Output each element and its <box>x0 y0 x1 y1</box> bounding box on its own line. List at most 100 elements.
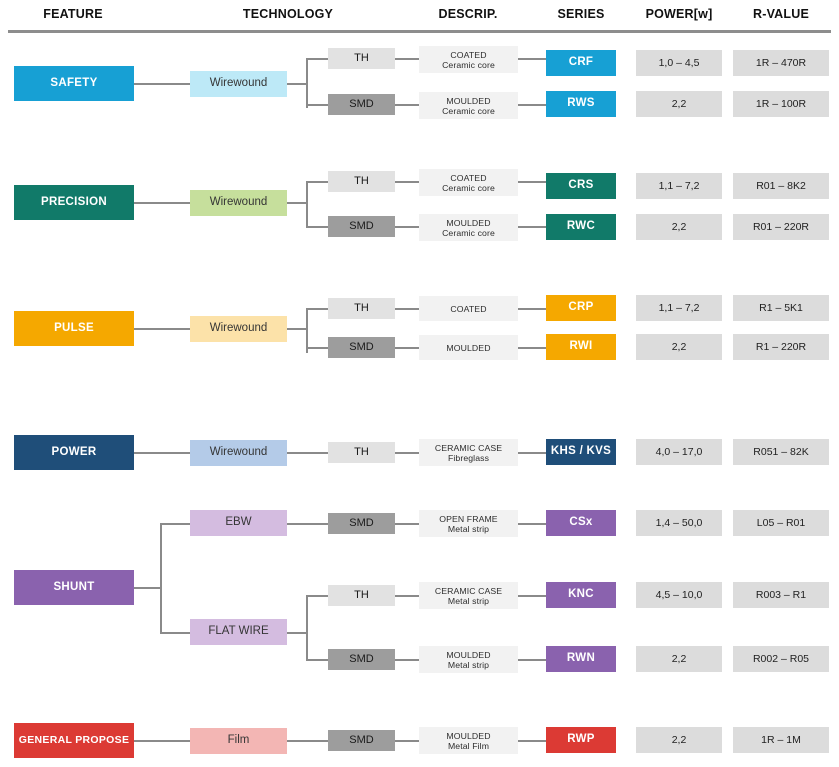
mount-box-smd[interactable]: SMD <box>328 337 395 358</box>
connector-mount-descrip <box>395 58 419 60</box>
technology-box-power-wirewound[interactable]: Wirewound <box>190 440 287 466</box>
technology-box-safety-wirewound[interactable]: Wirewound <box>190 71 287 97</box>
mount-box-th[interactable]: TH <box>328 585 395 606</box>
power-box[interactable]: 2,2 <box>636 646 722 672</box>
feature-box-shunt[interactable]: SHUNT <box>14 570 134 605</box>
descrip-box[interactable]: MOULDED <box>419 335 518 360</box>
rvalue-box[interactable]: R01 – 220R <box>733 214 829 240</box>
power-box[interactable]: 1,4 – 50,0 <box>636 510 722 536</box>
mount-box-smd[interactable]: SMD <box>328 649 395 670</box>
connector-branch-ebw <box>160 523 191 525</box>
mount-box-smd[interactable]: SMD <box>328 94 395 115</box>
mount-box-smd[interactable]: SMD <box>328 513 395 534</box>
series-label: CRS <box>568 179 594 192</box>
descrip-box[interactable]: MOULDED Ceramic core <box>419 214 518 241</box>
feature-box-power[interactable]: POWER <box>14 435 134 470</box>
rvalue-box[interactable]: 1R – 100R <box>733 91 829 117</box>
feature-box-general-propose[interactable]: GENERAL PROPOSE <box>14 723 134 758</box>
descrip-box[interactable]: OPEN FRAME Metal strip <box>419 510 518 537</box>
rvalue-box[interactable]: R1 – 5K1 <box>733 295 829 321</box>
descrip-box[interactable]: MOULDED Metal strip <box>419 646 518 673</box>
series-box[interactable]: CRS <box>546 173 616 199</box>
power-box[interactable]: 4,5 – 10,0 <box>636 582 722 608</box>
feature-label: GENERAL PROPOSE <box>18 734 130 747</box>
power-box[interactable]: 1,1 – 7,2 <box>636 173 722 199</box>
series-box[interactable]: RWC <box>546 214 616 240</box>
descrip-line2: Ceramic core <box>442 182 495 193</box>
connector-technology-split <box>287 83 306 85</box>
descrip-box[interactable]: CERAMIC CASE Metal strip <box>419 582 518 609</box>
mount-box-th[interactable]: TH <box>328 48 395 69</box>
descrip-line1: MOULDED <box>446 342 491 353</box>
series-box[interactable]: CRF <box>546 50 616 76</box>
mount-box-smd[interactable]: SMD <box>328 216 395 237</box>
series-label: RWP <box>567 733 595 746</box>
rvalue-box[interactable]: R1 – 220R <box>733 334 829 360</box>
connector-split-vertical <box>306 58 308 108</box>
rvalue-box[interactable]: 1R – 470R <box>733 50 829 76</box>
power-box[interactable]: 2,2 <box>636 727 722 753</box>
mount-label: SMD <box>349 517 374 530</box>
power-label: 1,4 – 50,0 <box>655 516 703 529</box>
power-box[interactable]: 2,2 <box>636 334 722 360</box>
descrip-box[interactable]: COATED Ceramic core <box>419 169 518 196</box>
rvalue-label: R1 – 220R <box>755 340 807 353</box>
connector-split-th <box>306 308 328 310</box>
feature-box-safety[interactable]: SAFETY <box>14 66 134 101</box>
connector-mount-descrip <box>395 452 419 454</box>
connector-flatwire-split <box>287 632 307 634</box>
series-box[interactable]: RWI <box>546 334 616 360</box>
power-box[interactable]: 2,2 <box>636 91 722 117</box>
descrip-line1: COATED <box>450 303 487 314</box>
power-box[interactable]: 4,0 – 17,0 <box>636 439 722 465</box>
technology-box-shunt-ebw[interactable]: EBW <box>190 510 287 536</box>
series-box[interactable]: RWS <box>546 91 616 117</box>
series-box[interactable]: KNC <box>546 582 616 608</box>
feature-box-pulse[interactable]: PULSE <box>14 311 134 346</box>
rvalue-box[interactable]: R051 – 82K <box>733 439 829 465</box>
connector-feature-technology <box>134 202 190 204</box>
rvalue-label: R002 – R05 <box>752 652 810 665</box>
descrip-box[interactable]: COATED Ceramic core <box>419 46 518 73</box>
descrip-box[interactable]: MOULDED Ceramic core <box>419 92 518 119</box>
technology-box-general-film[interactable]: Film <box>190 728 287 754</box>
technology-box-shunt-flatwire[interactable]: FLAT WIRE <box>190 619 287 645</box>
connector-descrip-series <box>518 740 546 742</box>
feature-label: PULSE <box>54 321 94 334</box>
mount-label: SMD <box>349 653 374 666</box>
mount-box-th[interactable]: TH <box>328 442 395 463</box>
series-box[interactable]: RWP <box>546 727 616 753</box>
power-box[interactable]: 1,0 – 4,5 <box>636 50 722 76</box>
rvalue-box[interactable]: R002 – R05 <box>733 646 829 672</box>
descrip-box[interactable]: COATED <box>419 296 518 321</box>
connector-technology-split <box>287 328 306 330</box>
connector-split-smd <box>306 659 328 661</box>
connector-descrip-series <box>518 523 546 525</box>
technology-box-pulse-wirewound[interactable]: Wirewound <box>190 316 287 342</box>
power-box[interactable]: 2,2 <box>636 214 722 240</box>
mount-label: SMD <box>349 220 374 233</box>
rvalue-box[interactable]: L05 – R01 <box>733 510 829 536</box>
descrip-box[interactable]: CERAMIC CASE Fibreglass <box>419 439 518 466</box>
rvalue-box[interactable]: R003 – R1 <box>733 582 829 608</box>
connector-shunt-branch-vertical <box>160 523 162 633</box>
mount-box-smd[interactable]: SMD <box>328 730 395 751</box>
series-box[interactable]: KHS / KVS <box>546 439 616 465</box>
series-box[interactable]: CRP <box>546 295 616 321</box>
feature-box-precision[interactable]: PRECISION <box>14 185 134 220</box>
descrip-line2: Ceramic core <box>442 105 495 116</box>
technology-box-precision-wirewound[interactable]: Wirewound <box>190 190 287 216</box>
mount-label: SMD <box>349 341 374 354</box>
rvalue-box[interactable]: R01 – 8K2 <box>733 173 829 199</box>
power-label: 2,2 <box>671 97 687 110</box>
power-box[interactable]: 1,1 – 7,2 <box>636 295 722 321</box>
rvalue-label: R051 – 82K <box>753 445 809 458</box>
rvalue-box[interactable]: 1R – 1M <box>733 727 829 753</box>
mount-box-th[interactable]: TH <box>328 298 395 319</box>
series-box[interactable]: RWN <box>546 646 616 672</box>
mount-box-th[interactable]: TH <box>328 171 395 192</box>
series-box[interactable]: CSx <box>546 510 616 536</box>
descrip-box[interactable]: MOULDED Metal Film <box>419 727 518 754</box>
connector-split-vertical <box>306 308 308 353</box>
connector-mount-descrip <box>395 595 419 597</box>
